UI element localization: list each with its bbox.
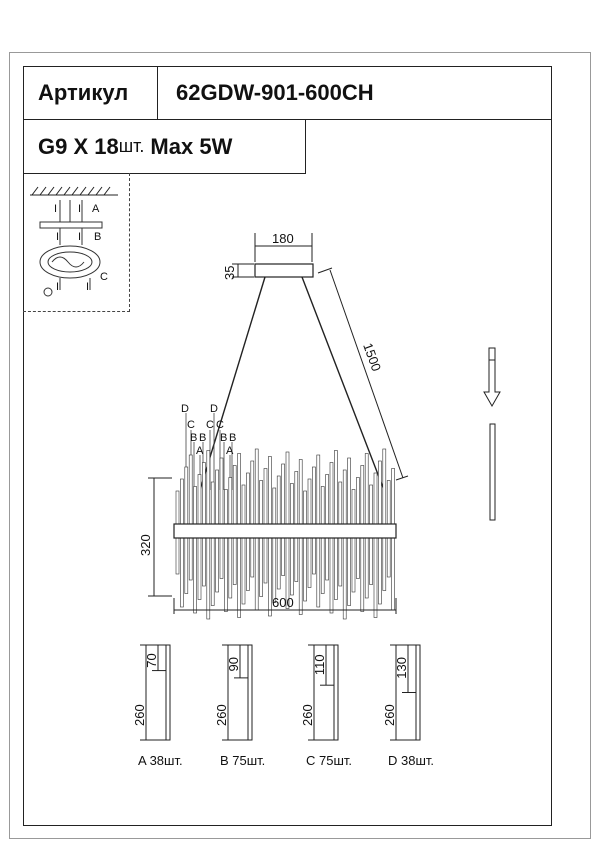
crystal-type-caption: B 75шт. (220, 753, 265, 768)
canopy-height-dimension (232, 263, 254, 278)
canopy (254, 263, 314, 278)
inset-label-i3: I (56, 231, 59, 243)
crystal-rod (193, 486, 197, 614)
crystal-rod (224, 489, 228, 612)
mounting-plate-icon (39, 200, 103, 297)
crystal-rod (241, 484, 246, 605)
outer-border (9, 52, 591, 839)
lamp-spec-prefix: G9 X 18 (38, 133, 119, 159)
label-left-d: D (181, 403, 189, 415)
body-height-dimension (148, 477, 172, 597)
cable-left (199, 276, 266, 491)
crystal-type-caption: D 38шт. (388, 753, 434, 768)
crystal-rod (312, 466, 316, 575)
crystal-total-length: 260 (214, 704, 229, 726)
crystal-rod (303, 490, 307, 602)
inset-label-c: C (100, 271, 108, 283)
crystal-rod (351, 489, 356, 593)
crystal-types-table: 70 260 A 38шт. 90 260 B 75шт. 110 260 C 75шт. 130… (132, 644, 434, 768)
crystal-rod (373, 472, 378, 618)
crystal-top-length: 110 (312, 654, 327, 675)
crystal-rod (272, 487, 277, 603)
crystal-type-rod (247, 644, 253, 741)
lamp-spec-power: Max 5W (150, 133, 233, 159)
installation-inset (23, 173, 130, 312)
crystal-type-rod (165, 644, 171, 741)
article-label: Артикул (38, 80, 129, 105)
down-arrow-icon (483, 347, 501, 408)
article-label-cell: Артикул (23, 66, 158, 120)
canopy-width-dimension (254, 233, 313, 262)
label-right-b2: B (229, 432, 236, 444)
crystal-rod (391, 468, 395, 611)
label-left-c: C (187, 419, 195, 431)
crystal-rod (250, 460, 255, 578)
inset-label-i1: I (54, 203, 57, 215)
label-right-d: D (210, 403, 218, 415)
crystal-rod (290, 483, 294, 596)
body-height-label: 320 (138, 534, 153, 556)
inset-label-i5: I (56, 281, 59, 293)
crystal-total-length: 260 (132, 704, 147, 726)
inset-label-b: B (94, 231, 101, 243)
crystal-type-rod (415, 644, 421, 741)
crystal-rod (210, 481, 215, 606)
label-left-b2: B (199, 432, 206, 444)
canopy-height-label: 35 (222, 266, 237, 280)
crystal-rod (342, 469, 347, 620)
crystal-total-length: 260 (300, 704, 315, 726)
body-width-label: 600 (272, 595, 294, 610)
cable-length-label: 1500 (360, 341, 384, 373)
cable-right (301, 276, 385, 491)
label-right-b1: B (220, 432, 227, 444)
body-width-dimension (173, 598, 397, 614)
crystal-rod (180, 478, 184, 608)
inset-label-i2: I (78, 203, 81, 215)
crystal-rod (281, 463, 285, 576)
label-left-a: A (196, 445, 204, 457)
article-value: 62GDW-901-600CH (176, 80, 374, 105)
canopy-width-label: 180 (272, 231, 294, 246)
crystal-type-caption: C 75шт. (306, 753, 352, 768)
crystal-total-length: 260 (382, 704, 397, 726)
label-right-a: A (226, 445, 234, 457)
crystal-rod (219, 457, 224, 579)
cable-length-dimension (317, 267, 409, 481)
crystal-rod (382, 448, 387, 591)
lamp-spec-cell: G9 X 18 шт. Max 5W (23, 119, 306, 174)
label-right-c2: C (216, 419, 224, 431)
ceiling-hatch-icon (30, 186, 118, 196)
ring-band (173, 523, 397, 539)
crystal-rod-icon (489, 423, 496, 521)
inset-label-i4: I (78, 231, 81, 243)
crystal-type-caption: A 38шт. (138, 753, 183, 768)
label-left-b1: B (190, 432, 197, 444)
crystal-top-length: 90 (226, 657, 241, 671)
inset-label-a: A (92, 203, 100, 215)
crystal-rod (188, 454, 193, 581)
label-right-c1: C (206, 419, 214, 431)
crystal-top-length: 70 (144, 653, 159, 667)
lamp-spec-unit: шт. (118, 136, 145, 156)
inset-label-i6: I (86, 281, 89, 293)
crystal-type-rod (333, 644, 339, 741)
crystal-top-length: 130 (394, 657, 409, 679)
crystal-rod (320, 486, 325, 594)
article-value-cell: 62GDW-901-600CH (157, 66, 552, 120)
